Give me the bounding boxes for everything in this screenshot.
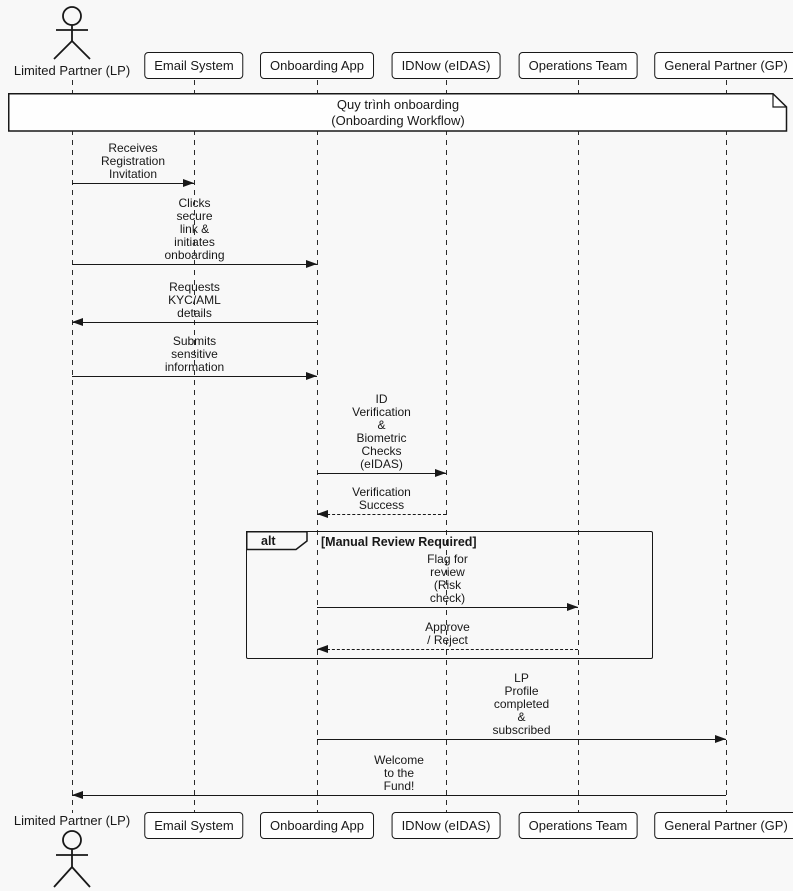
message-line <box>72 264 317 265</box>
note-fold-icon <box>772 93 787 108</box>
message-label-line: (Risk <box>433 578 462 592</box>
participant-box-top-onboarding-app: Onboarding App <box>260 52 374 79</box>
message-label-line: (eIDAS) <box>360 457 403 471</box>
lifeline-operations-team <box>578 80 579 813</box>
title-note-line1: Quy trình onboarding <box>336 97 460 112</box>
message-label-line: Fund! <box>383 779 415 793</box>
message-label-line: to the <box>383 766 415 780</box>
alt-label: alt <box>261 534 276 548</box>
message-label-line: Submits <box>172 334 217 348</box>
title-note <box>8 93 788 132</box>
message-line <box>317 649 578 650</box>
message-label-line: onboarding <box>164 248 225 262</box>
message-label-line: Requests <box>169 280 220 294</box>
message-label-line: initiates <box>174 235 215 249</box>
message-label-line: Verification <box>352 405 411 419</box>
actor-label-bottom: Limited Partner (LP) <box>13 813 131 828</box>
lifeline-limited-partner-lp <box>72 80 73 813</box>
lifeline-general-partner-gp <box>726 80 727 813</box>
participant-box-top-idnow-eidas: IDNow (eIDAS) <box>391 52 501 79</box>
message-label-line: Approve <box>425 620 470 634</box>
message-label-line: secure <box>176 209 213 223</box>
message-line <box>72 322 317 323</box>
message-arrowhead-icon <box>317 510 328 518</box>
message-label-line: sensitive <box>171 347 218 361</box>
message-label-line: KYC/AML <box>168 293 221 307</box>
actor-stick-figure-icon-top <box>53 6 91 60</box>
message-line <box>72 795 726 796</box>
message-label-line: Success <box>358 498 405 512</box>
message-label-line: Registration <box>100 154 166 168</box>
message-arrowhead-icon <box>72 791 83 799</box>
message-label-line: Invitation <box>108 167 158 181</box>
participant-box-bottom-onboarding-app: Onboarding App <box>260 812 374 839</box>
message-line <box>317 473 446 474</box>
message-label-line: LP <box>514 671 529 685</box>
message-arrowhead-icon <box>715 735 726 743</box>
message-label-line: Verification <box>352 485 411 499</box>
message-arrowhead-icon <box>435 469 446 477</box>
message-label-line: ID <box>375 392 388 406</box>
message-arrowhead-icon <box>306 372 317 380</box>
participant-box-bottom-idnow-eidas: IDNow (eIDAS) <box>391 812 501 839</box>
message-line <box>317 739 726 740</box>
message-label-line: Profile <box>504 684 539 698</box>
message-label-line: Biometric <box>356 431 407 445</box>
alt-pentagon-icon <box>245 530 308 550</box>
message-label-line: check) <box>429 591 466 605</box>
lifeline-idnow-eidas <box>446 80 447 813</box>
message-arrowhead-icon <box>317 645 328 653</box>
participant-box-bottom-email-system: Email System <box>144 812 244 839</box>
participant-box-top-email-system: Email System <box>144 52 244 79</box>
participant-box-top-operations-team: Operations Team <box>518 52 638 79</box>
message-line <box>317 607 578 608</box>
title-note-line2: (Onboarding Workflow) <box>331 113 465 128</box>
message-label-line: & <box>517 710 526 724</box>
participant-box-bottom-general-partner-gp: General Partner (GP) <box>654 812 793 839</box>
participant-box-top-general-partner-gp: General Partner (GP) <box>654 52 793 79</box>
message-label-line: completed <box>493 697 550 711</box>
message-arrowhead-icon <box>72 318 83 326</box>
message-label-line: subscribed <box>492 723 551 737</box>
message-line <box>72 183 194 184</box>
message-label-line: & <box>377 418 386 432</box>
message-label-line: link & <box>179 222 210 236</box>
message-label: Approve/ Reject <box>317 621 578 647</box>
message-arrowhead-icon <box>306 260 317 268</box>
participant-box-bottom-operations-team: Operations Team <box>518 812 638 839</box>
lifeline-email-system <box>194 80 195 813</box>
message-label-line: details <box>177 306 212 320</box>
alt-frame: alt [Manual Review Required] <box>245 530 653 659</box>
message-label-line: Checks <box>361 444 402 458</box>
actor-stick-figure-icon-bottom <box>53 830 91 888</box>
message-label-line: review <box>430 565 465 579</box>
message-label-line: Welcome <box>374 753 424 767</box>
message-label-line: Clicks <box>178 196 211 210</box>
message-line <box>317 514 446 515</box>
lifeline-onboarding-app <box>317 80 318 813</box>
message-arrowhead-icon <box>567 603 578 611</box>
actor-label-top: Limited Partner (LP) <box>13 63 131 78</box>
message-line <box>72 376 317 377</box>
message-arrowhead-icon <box>183 179 194 187</box>
title-note-text: Quy trình onboarding (Onboarding Workflo… <box>8 97 788 129</box>
message-label-line: / Reject <box>427 633 468 647</box>
message-label-line: Receives <box>108 141 158 155</box>
message-label-line: Flag for <box>427 552 468 566</box>
alt-condition: [Manual Review Required] <box>321 535 477 549</box>
message-label-line: information <box>164 360 225 374</box>
